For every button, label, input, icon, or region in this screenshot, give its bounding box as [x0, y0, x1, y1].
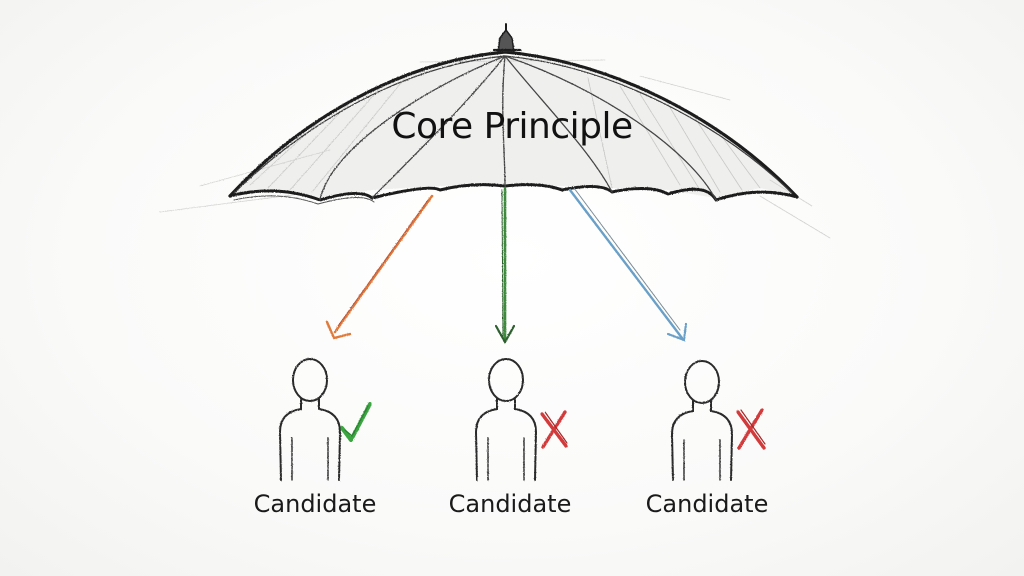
candidate-2-label: Candidate: [448, 490, 572, 518]
cross-icon: [540, 410, 568, 449]
arrow-to-candidate-2: [494, 186, 516, 345]
candidate-3-person-icon: [670, 360, 734, 481]
core-principle-title: Core Principle: [391, 106, 633, 147]
candidate-1-person-icon: [278, 358, 342, 481]
candidate-2-person-icon: [474, 358, 538, 481]
cross-icon: [736, 408, 766, 450]
arrow-to-candidate-1: [325, 194, 434, 340]
check-icon: [340, 402, 372, 442]
umbrella-icon: [159, 23, 831, 239]
candidate-3-label: Candidate: [645, 490, 769, 518]
candidate-1-label: Candidate: [253, 490, 377, 518]
arrow-to-candidate-3: [568, 187, 688, 342]
